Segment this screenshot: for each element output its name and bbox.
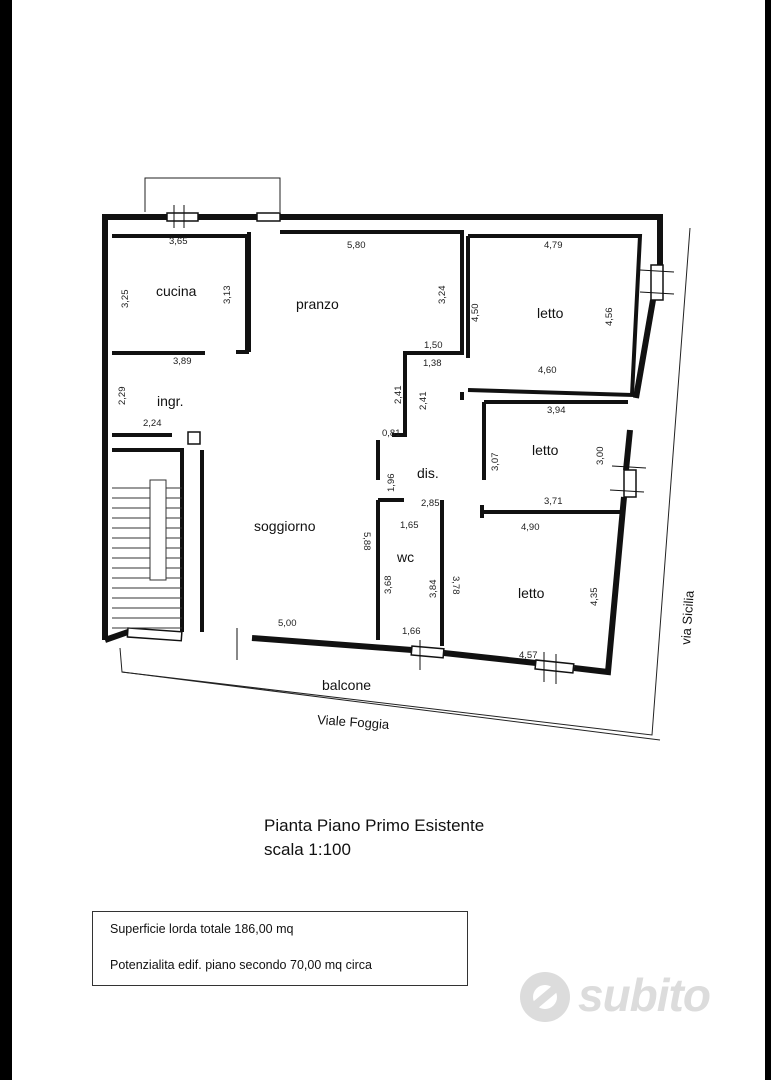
room-label-disimpegno: dis.: [417, 465, 439, 481]
floor-plan: cucina pranzo ingr. soggiorno dis. wc le…: [102, 177, 697, 741]
dimension-labels: 3,65 3,25 3,13 3,89 5,80 3,24 1,50 1,38 …: [117, 236, 615, 661]
dim-dis-width: 2,85: [421, 498, 440, 509]
dim-wc-bottom: 1,66: [402, 626, 421, 637]
dim-letto2-bottom: 3,71: [544, 496, 563, 507]
dim-letto2-width: 3,94: [547, 405, 566, 416]
dim-corridor-left: 2,41: [393, 386, 404, 405]
dim-cucina-width: 3,65: [169, 236, 188, 247]
dim-cucina-height-left: 3,25: [120, 290, 131, 309]
windows: [126, 212, 664, 674]
room-label-wc: wc: [396, 549, 414, 565]
dim-letto1-height-right: 4,56: [604, 308, 615, 327]
dim-wc-height-left: 3,68: [383, 576, 394, 595]
room-label-ingresso: ingr.: [157, 393, 183, 409]
dim-letto1-height-left: 4,50: [470, 304, 481, 323]
info-box: Superficie lorda totale 186,00 mq Potenz…: [92, 911, 468, 986]
dim-letto1-bottom: 4,60: [538, 365, 557, 376]
dim-pranzo-width: 5,80: [347, 240, 366, 251]
room-labels: cucina pranzo ingr. soggiorno dis. wc le…: [156, 283, 564, 693]
dim-soggiorno-height: 5,88: [361, 532, 372, 551]
dim-dis-height: 1,96: [386, 474, 397, 493]
dim-cucina-height-right: 3,13: [222, 286, 233, 305]
subito-watermark: subito: [520, 968, 740, 1030]
dim-letto3-height-left: 3,78: [450, 576, 461, 595]
street-label-east: via Sicilia: [678, 589, 697, 645]
dim-cucina-bottom: 3,89: [173, 356, 192, 367]
window-ticks: [173, 205, 675, 684]
dim-wc-top: 1,65: [400, 520, 419, 531]
subito-logo-icon: [520, 972, 570, 1022]
room-label-letto-2: letto: [532, 442, 559, 458]
plan-scale: scala 1:100: [264, 840, 351, 859]
room-label-letto-3: letto: [518, 585, 545, 601]
subito-logo-text: subito: [578, 969, 711, 1021]
plan-title: Pianta Piano Primo Esistente: [264, 816, 485, 835]
info-potenzialita: Potenzialita edif. piano secondo 70,00 m…: [110, 958, 372, 972]
dim-letto3-width: 4,90: [521, 522, 540, 533]
dim-letto3-bottom: 4,57: [519, 650, 538, 661]
dim-ingr-width: 2,24: [143, 418, 162, 429]
dim-letto2-height-right: 3,00: [595, 447, 606, 466]
room-label-soggiorno: soggiorno: [254, 518, 316, 534]
dim-corridor-step: 0,81: [382, 428, 401, 439]
room-label-cucina: cucina: [156, 283, 197, 299]
dim-letto2-height-left: 3,07: [490, 453, 501, 472]
room-label-balcone: balcone: [322, 677, 371, 693]
property-outline: [119, 177, 691, 741]
dim-dis-top: 1,38: [423, 358, 442, 369]
dim-letto1-width: 4,79: [544, 240, 563, 251]
dim-soggiorno-width: 5,00: [278, 618, 297, 629]
staircase: [112, 479, 182, 629]
dim-pranzo-height: 3,24: [437, 286, 448, 305]
dim-letto3-height-right: 4,35: [589, 588, 600, 607]
dim-corridor-right: 2,41: [418, 392, 429, 411]
dim-pranzo-step: 1,50: [424, 340, 443, 351]
info-superficie: Superficie lorda totale 186,00 mq: [110, 922, 294, 936]
plan-sheet: cucina pranzo ingr. soggiorno dis. wc le…: [12, 0, 765, 1080]
dim-wc-height-right: 3,84: [428, 580, 439, 599]
dim-ingr-height: 2,29: [117, 387, 128, 406]
room-label-pranzo: pranzo: [296, 296, 339, 312]
room-label-letto-1: letto: [537, 305, 564, 321]
street-label-south: Viale Foggia: [317, 712, 391, 732]
